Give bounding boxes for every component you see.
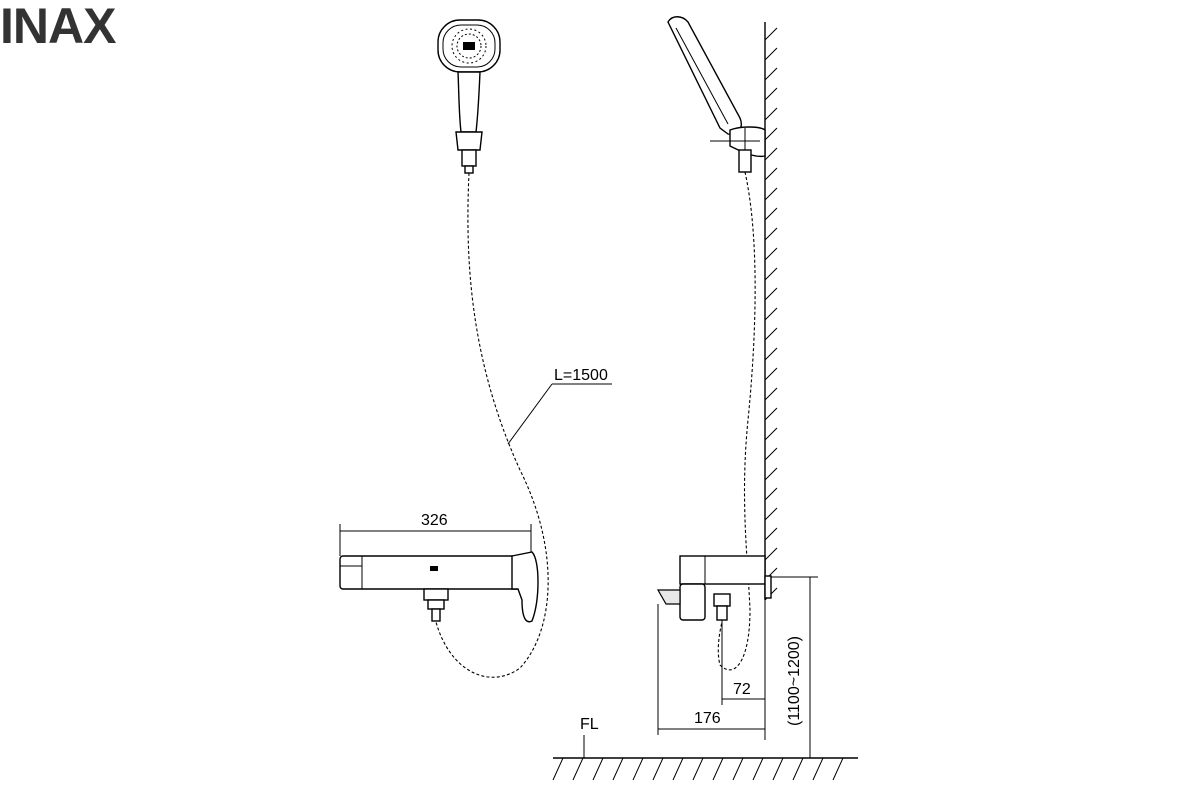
outlet-projection-dimension: 72 [721,600,766,740]
side-mixer-body [656,555,772,670]
body-width-dimension: 326 [339,512,532,556]
brand-logo: INAX [0,0,116,54]
hose-length-callout: L=1500 [507,367,612,445]
floor-level-label: FL [580,716,599,733]
body-width-label: 326 [421,512,448,529]
side-hose [717,171,756,671]
front-view: L=1500 326 [339,19,612,678]
mount-height-label: (1100~1200) [786,636,803,726]
outlet-projection-label: 72 [733,681,751,698]
hose-length-label: L=1500 [554,367,608,384]
total-projection-label: 176 [694,710,721,727]
front-hose [435,172,549,678]
front-mixer-body [339,551,539,623]
spray-nozzles [451,28,487,64]
side-shower-head [667,16,766,173]
wall [764,22,778,601]
side-view: 72 176 (1100~1200) FL [552,16,858,781]
mount-height-dimension: (1100~1200) [771,576,818,758]
floor: FL [552,716,858,781]
total-projection-dimension: 176 [657,604,765,735]
front-shower-head [437,19,501,174]
